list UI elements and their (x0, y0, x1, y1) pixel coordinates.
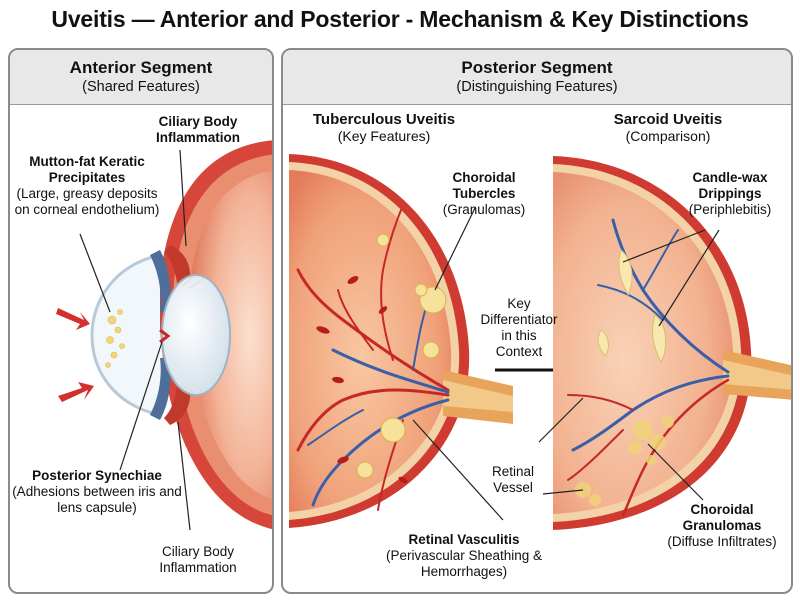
anterior-iris-upper (150, 250, 171, 312)
keratic-precipitates (105, 309, 125, 368)
label-choroidal-tubercles: Choroidal Tubercles (Granulomas) (442, 170, 526, 217)
red-arrow-icon (56, 308, 90, 330)
posterior-panel-header: Posterior Segment (Distinguishing Featur… (283, 50, 791, 105)
posterior-synechiae-mark (159, 328, 171, 344)
red-arrow-icon (58, 382, 94, 402)
anterior-panel: Anterior Segment (Shared Features) (8, 48, 274, 594)
anterior-panel-header: Anterior Segment (Shared Features) (10, 50, 272, 105)
anterior-cornea (90, 253, 161, 417)
page-title: Uveitis — Anterior and Posterior - Mecha… (51, 6, 749, 32)
label-retinal-vessel: Retinal Vessel (491, 464, 535, 495)
label-keratic-precipitates: Mutton-fat Keratic Precipitates (Large, … (14, 154, 160, 217)
label-key-differentiator: Key Differentiator in this Context (480, 296, 558, 359)
tb-hemorrhages (316, 276, 408, 484)
anterior-subheading: (Shared Features) (82, 79, 200, 95)
label-ciliary-top: Ciliary Body Inflammation (155, 114, 240, 145)
candle-wax-drippings (597, 249, 667, 364)
choroidal-tubercles (356, 233, 447, 479)
posterior-illustrations (289, 154, 791, 530)
label-choroidal-granulomas: Choroidal Granulomas (Diffuse Infiltrate… (667, 502, 777, 549)
anterior-eye-illustration (56, 140, 272, 531)
anterior-iris-lower (150, 358, 171, 420)
anterior-heading: Anterior Segment (69, 58, 213, 77)
label-retinal-vasculitis: Retinal Vasculitis (Perivascular Sheathi… (385, 532, 543, 579)
posterior-heading: Posterior Segment (461, 58, 613, 77)
label-ciliary-bottom: Ciliary Body Inflammation (159, 544, 237, 575)
tb-heading-block: Tuberculous Uveitis (Key Features) (312, 111, 456, 145)
posterior-panel: Posterior Segment (Distinguishing Featur… (281, 48, 793, 594)
sarcoid-heading-block: Sarcoid Uveitis (Comparison) (613, 111, 723, 145)
label-posterior-synechiae: Posterior Synechiae (Adhesions between i… (12, 468, 182, 515)
tb-retinal-vessels (296, 209, 450, 511)
anterior-lens (161, 274, 231, 396)
posterior-subheading: (Distinguishing Features) (456, 79, 618, 95)
label-candle-wax: Candle-wax Drippings (Periphlebitis) (688, 170, 772, 217)
